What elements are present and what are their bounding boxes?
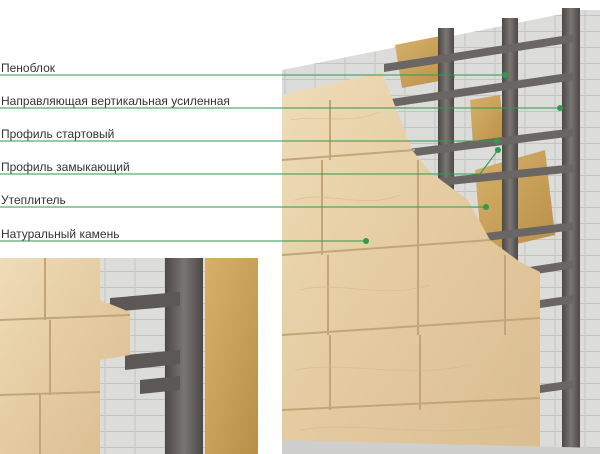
base-strip	[282, 440, 600, 454]
stone-tile-joints	[281, 100, 541, 411]
leader-dot	[483, 204, 489, 210]
stone-cladding	[282, 72, 540, 454]
inset-detail	[0, 258, 258, 454]
inset-profile-lower	[125, 350, 180, 370]
callout-dots	[363, 72, 563, 244]
leader-dot	[494, 138, 500, 144]
main-cutaway	[281, 8, 600, 454]
inset-profile-upper	[110, 292, 180, 312]
horizontal-profile	[400, 128, 575, 158]
leader-dot	[363, 238, 369, 244]
leader-dot	[495, 147, 501, 153]
horizontal-profile	[384, 34, 575, 72]
callout-label-insulation: Утеплитель	[1, 193, 66, 207]
horizontal-profile	[420, 164, 575, 188]
leader-dot	[502, 72, 508, 78]
inset-stone	[0, 258, 130, 454]
callout-label-natural-stone: Натуральный камень	[1, 227, 120, 241]
stone-texture	[289, 111, 521, 432]
inset-osb	[205, 258, 258, 454]
horizontal-profile	[470, 222, 575, 243]
leader-dot	[557, 105, 563, 111]
inset-stone-joints	[0, 258, 131, 454]
horizontal-profile	[540, 295, 575, 308]
callout-label-vertical-guide: Направляющая вертикальная усиленная	[1, 94, 230, 108]
horizontal-profile	[384, 72, 575, 108]
leader-line-closing-profile	[0, 149, 499, 175]
inset-profile-bottom	[140, 376, 180, 394]
callout-label-closing-profile: Профиль замыкающий	[1, 160, 130, 174]
callout-label-start-profile: Профиль стартовый	[1, 127, 115, 141]
callout-label-foam-block: Пеноблок	[1, 61, 55, 75]
horizontal-profile	[540, 380, 575, 393]
callout-leaders	[0, 74, 560, 242]
